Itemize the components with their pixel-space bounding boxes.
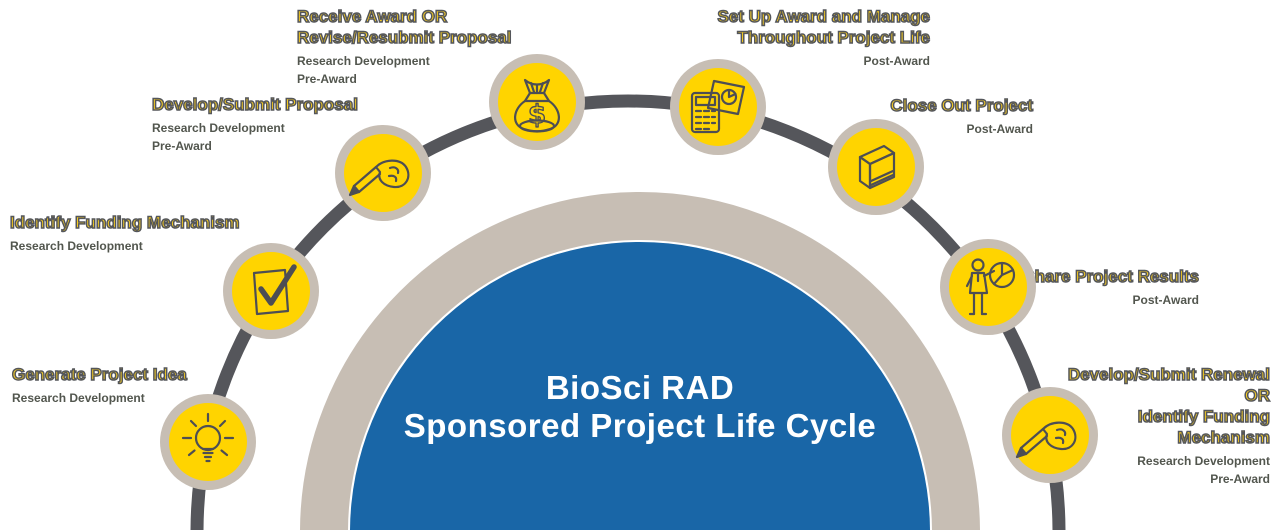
stage-title: Share Project Results xyxy=(1023,266,1200,287)
stage-label-receive-award: Receive Award OR Revise/Resubmit Proposa… xyxy=(296,6,512,88)
center-semicircle xyxy=(350,242,930,530)
stage-phase: Research Development xyxy=(12,391,145,405)
stage-label-develop-submit-renewal: Develop/Submit Renewal OR Identify Fundi… xyxy=(1067,364,1271,488)
stage-phase: Pre-Award xyxy=(1210,472,1270,486)
stage-label-close-out-project: Close Out Project Post-Award xyxy=(890,95,1034,138)
stage-phase: Research Development xyxy=(152,121,285,135)
checklist-icon xyxy=(252,264,297,316)
book-icon xyxy=(858,144,896,190)
presenter-icon xyxy=(965,258,1016,316)
stage-node-circle xyxy=(679,68,757,146)
stage-label-share-project-results: Share Project Results Post-Award xyxy=(1023,266,1200,309)
stage-title: Set Up Award and Manage Throughout Proje… xyxy=(717,6,931,48)
stage-phase: Post-Award xyxy=(966,122,1033,136)
stage-node-set-up-award xyxy=(670,59,766,155)
stage-phase: Pre-Award xyxy=(152,139,212,153)
stage-node-circle xyxy=(169,403,247,481)
center-title-line1: BioSci RAD xyxy=(545,369,735,406)
stage-phase: Post-Award xyxy=(1132,293,1199,307)
writing-hand-icon xyxy=(1015,421,1077,459)
stage-label-set-up-award: Set Up Award and Manage Throughout Proje… xyxy=(717,6,931,70)
stage-title: Close Out Project xyxy=(890,95,1034,116)
center-title-line2: Sponsored Project Life Cycle xyxy=(403,407,877,444)
stage-title: Identify Funding Mechanism xyxy=(9,212,240,233)
stage-phase: Research Development xyxy=(1137,454,1270,468)
stage-title: Develop/Submit Proposal xyxy=(151,94,358,115)
stage-node-share-project-results xyxy=(940,239,1036,335)
writing-hand-icon xyxy=(348,159,410,197)
stage-node-circle xyxy=(344,134,422,212)
stage-label-develop-submit-proposal: Develop/Submit Proposal Research Develop… xyxy=(151,94,358,155)
center-title: BioSci RAD Sponsored Project Life Cycle xyxy=(290,369,990,445)
calculator-icon xyxy=(690,79,746,134)
stage-phase: Research Development xyxy=(297,54,430,68)
stage-label-generate-project-idea: Generate Project Idea Research Developme… xyxy=(11,364,187,407)
stage-node-circle xyxy=(949,248,1027,326)
stage-node-circle: $ xyxy=(498,63,576,141)
stage-node-receive-award: $ xyxy=(489,54,585,150)
stage-title: Generate Project Idea xyxy=(11,364,187,385)
stage-label-identify-funding-mechanism: Identify Funding Mechanism Research Deve… xyxy=(9,212,240,255)
stage-phase: Post-Award xyxy=(863,54,930,68)
stage-phase: Pre-Award xyxy=(297,72,357,86)
dollar-glyph: $ xyxy=(528,100,546,130)
stage-title: Develop/Submit Renewal OR Identify Fundi… xyxy=(1067,364,1271,448)
stage-node-develop-submit-proposal xyxy=(335,125,431,221)
stage-node-close-out-project xyxy=(828,119,924,215)
stage-node-generate-project-idea xyxy=(160,394,256,490)
stage-node-identify-funding-mechanism xyxy=(223,243,319,339)
cycle-ring xyxy=(300,192,980,530)
stage-node-circle xyxy=(837,128,915,206)
stage-node-circle xyxy=(1011,396,1089,474)
stage-title: Receive Award OR Revise/Resubmit Proposa… xyxy=(296,6,512,48)
lightbulb-icon xyxy=(181,412,235,463)
stage-phase: Research Development xyxy=(10,239,143,253)
stage-node-develop-submit-renewal xyxy=(1002,387,1098,483)
stage-node-circle xyxy=(232,252,310,330)
money-bag-icon: $ xyxy=(514,78,560,133)
